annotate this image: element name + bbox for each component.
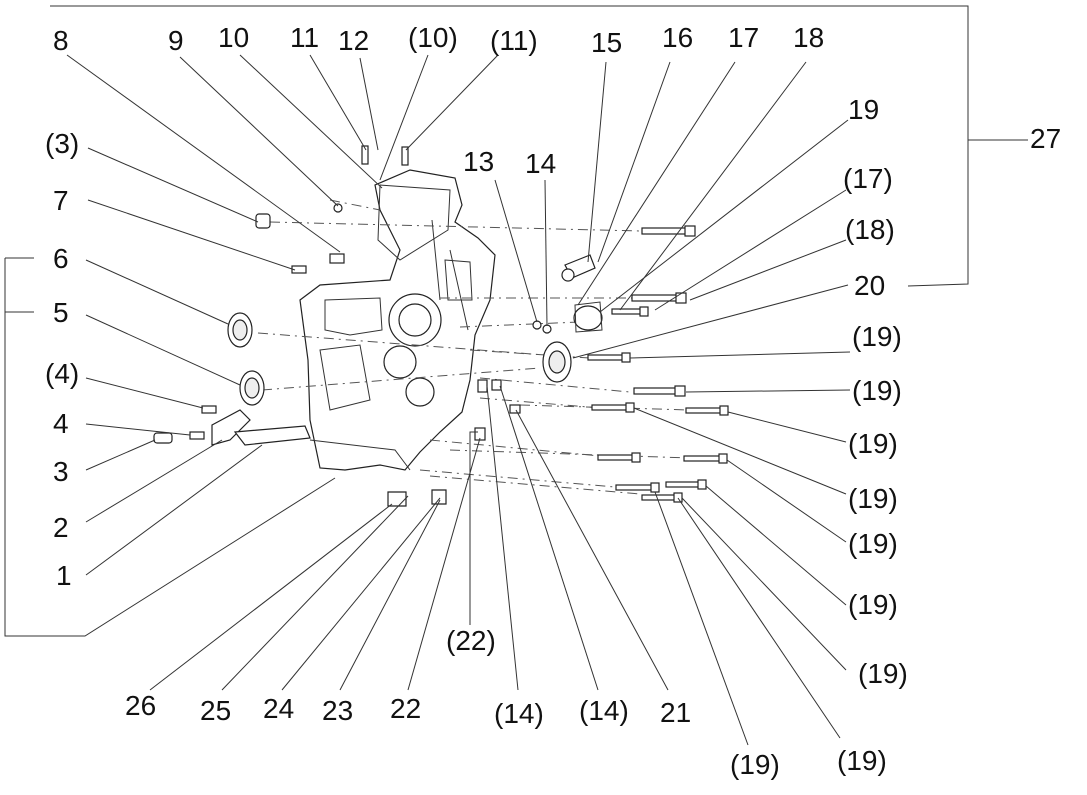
callout-7: 7	[53, 185, 69, 216]
callout-19-ref-f: (19)	[848, 589, 898, 620]
callout-14-ref-a: (14)	[494, 698, 544, 729]
callout-19-ref-i: (19)	[837, 745, 887, 776]
callout-16: 16	[662, 22, 694, 53]
callout-8: 8	[53, 25, 69, 56]
callout-22: 22	[390, 693, 422, 724]
callout-6: 6	[53, 243, 69, 274]
callout-19-ref-d: (19)	[848, 483, 898, 514]
callout-19-ref-c: (19)	[848, 428, 898, 459]
callout-19-ref-a: (19)	[852, 321, 902, 352]
callout-17: 17	[728, 22, 760, 53]
component-parts	[153, 145, 603, 507]
bolts	[587, 225, 729, 503]
callout-14-ref-b: (14)	[579, 695, 629, 726]
callout-27: 27	[1030, 123, 1062, 154]
callout-17-ref: (17)	[843, 163, 893, 194]
callout-4-ref: (4)	[45, 358, 80, 389]
callout-3: 3	[53, 456, 69, 487]
callout-1: 1	[56, 560, 72, 591]
callout-13: 13	[463, 146, 495, 177]
callout-19-ref-g: (19)	[858, 658, 908, 689]
leader-lines	[66, 54, 851, 746]
callout-25: 25	[200, 695, 232, 726]
callout-21: 21	[660, 697, 692, 728]
callout-26: 26	[125, 690, 157, 721]
alignment-lines	[257, 199, 691, 495]
callout-18: 18	[793, 22, 825, 53]
callout-22-ref: (22)	[446, 625, 496, 656]
callout-3-ref: (3)	[45, 128, 80, 159]
callout-4: 4	[53, 408, 69, 439]
callout-19-top: 19	[848, 94, 880, 125]
callout-11: 11	[290, 22, 320, 53]
callout-5: 5	[53, 297, 69, 328]
callout-10: 10	[218, 22, 250, 53]
callout-2: 2	[53, 512, 69, 543]
callout-23: 23	[322, 695, 354, 726]
callout-19-ref-b: (19)	[852, 375, 902, 406]
callout-15: 15	[591, 27, 623, 58]
callout-14: 14	[525, 148, 557, 179]
callout-12: 12	[338, 25, 370, 56]
callout-19-ref-e: (19)	[848, 528, 898, 559]
crankcase-half	[299, 169, 496, 471]
callout-18-ref: (18)	[845, 214, 895, 245]
callout-10-ref: (10)	[408, 22, 458, 53]
callout-19-ref-h: (19)	[730, 749, 780, 780]
assembly-bracket	[4, 5, 1028, 637]
callout-11-ref: (11)	[490, 25, 538, 56]
callout-9: 9	[168, 25, 184, 56]
callout-20: 20	[854, 270, 886, 301]
callout-24: 24	[263, 693, 295, 724]
